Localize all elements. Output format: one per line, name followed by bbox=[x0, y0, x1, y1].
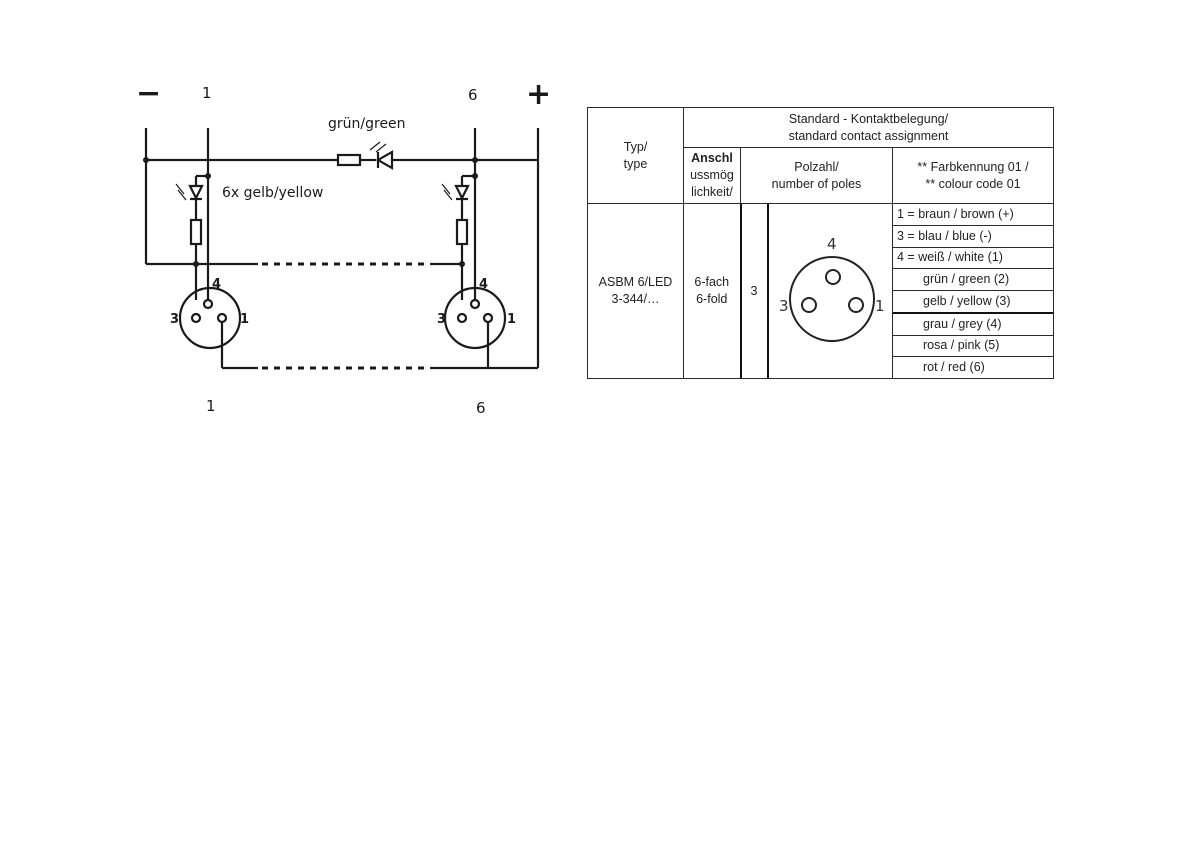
color-code-row: 1 = braun / brown (+) bbox=[893, 204, 1054, 226]
left-pin4-label: 4 bbox=[212, 277, 221, 292]
color-code-row: grau / grey (4) bbox=[893, 314, 1054, 336]
type-header: Typ/ type bbox=[587, 107, 684, 204]
color-code-row: 3 = blau / blue (-) bbox=[893, 226, 1054, 248]
connector-pin-layout: 4 3 1 bbox=[779, 235, 885, 342]
yellow-led-light-arrows bbox=[175, 183, 453, 201]
pin-layout-cell: 4 3 1 bbox=[767, 203, 893, 379]
connection-header: Anschl ussmög lichkeit/ bbox=[683, 147, 741, 204]
pin-4-hole bbox=[824, 268, 841, 285]
bottom-left-number: 1 bbox=[206, 397, 216, 415]
color-code-row: 4 = weiß / white (1) bbox=[893, 248, 1054, 270]
pin-1-hole bbox=[847, 296, 864, 313]
type-cell: ASBM 6/LED 3-344/… bbox=[587, 203, 684, 379]
pin-3-hole bbox=[800, 296, 817, 313]
yellow-led-label: 6x gelb/yellow bbox=[222, 185, 323, 201]
right-pin4-label: 4 bbox=[479, 277, 488, 292]
color-code-row: rot / red (6) bbox=[923, 360, 985, 375]
color-code-row: gelb / yellow (3) bbox=[893, 291, 1054, 314]
top-left-number: 1 bbox=[202, 84, 212, 102]
poles-count-cell: 3 bbox=[740, 203, 769, 379]
plus-symbol: + bbox=[526, 77, 551, 112]
main-header: Standard - Kontaktbelegung/ standard con… bbox=[682, 107, 1055, 148]
poles-header: Polzahl/ number of poles bbox=[740, 147, 893, 204]
pin-1-label: 1 bbox=[875, 297, 885, 315]
color-code-cell: 1 = braun / brown (+) 3 = blau / blue (-… bbox=[891, 203, 1055, 379]
right-pin3-label: 3 bbox=[437, 312, 446, 327]
bottom-right-number: 6 bbox=[476, 399, 486, 417]
green-led-label: grün/green bbox=[328, 116, 406, 132]
color-code-header: ** Farbkennung 01 / ** colour code 01 bbox=[891, 147, 1055, 204]
left-pin3-label: 3 bbox=[170, 312, 179, 327]
right-pin1-label: 1 bbox=[507, 312, 516, 327]
contact-assignment-table: Typ/ type Standard - Kontaktbelegung/ st… bbox=[587, 107, 1055, 379]
pin-4-label: 4 bbox=[827, 235, 837, 253]
wiring-diagram: − + 1 6 1 6 grün/green 6x gelb/yellow 4 … bbox=[136, 76, 551, 417]
pin-3-label: 3 bbox=[779, 297, 789, 315]
top-right-number: 6 bbox=[468, 86, 478, 104]
connection-cell: 6-fach 6-fold bbox=[683, 203, 742, 379]
green-led-light-arrows bbox=[369, 141, 387, 153]
color-code-row: grün / green (2) bbox=[893, 269, 1054, 291]
color-code-row: rosa / pink (5) bbox=[893, 336, 1054, 358]
minus-symbol: − bbox=[136, 76, 161, 111]
left-pin1-label: 1 bbox=[240, 312, 249, 327]
